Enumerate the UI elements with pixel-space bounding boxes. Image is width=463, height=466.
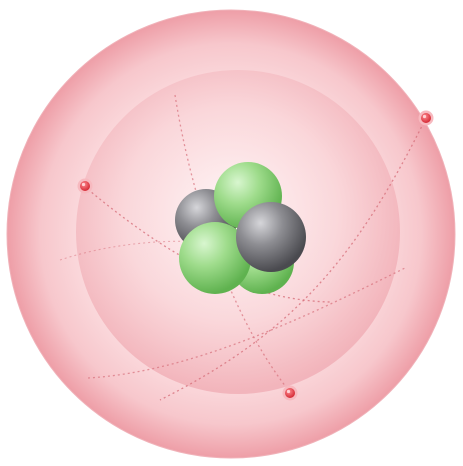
neutron	[236, 202, 306, 272]
electron	[418, 110, 434, 126]
electron	[282, 385, 298, 401]
proton	[179, 222, 251, 294]
orbit-line	[59, 240, 251, 261]
orbit-line	[159, 117, 427, 401]
orbit-line	[87, 267, 406, 379]
electron	[77, 178, 93, 194]
